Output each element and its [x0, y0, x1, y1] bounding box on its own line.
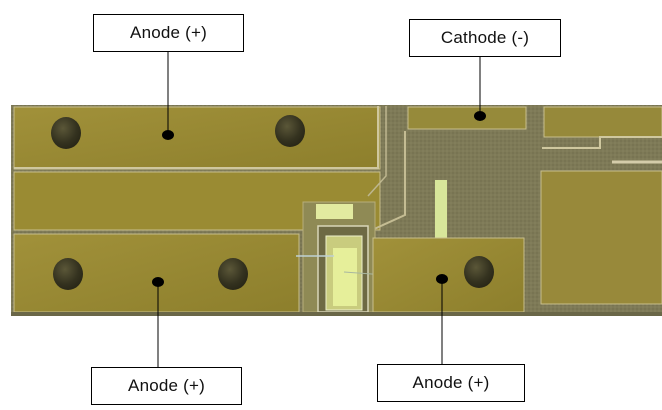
- bond-ball: [51, 117, 81, 149]
- cathode-stair-trace: [542, 136, 662, 149]
- label-anode-bottom-left: Anode (+): [91, 367, 242, 405]
- cathode-pad-right: [540, 170, 662, 305]
- marker-dot-bottom-left: [152, 277, 164, 287]
- trace-line-2: [367, 106, 387, 197]
- anode-pad-bottom-right: [372, 237, 525, 313]
- label-anode-bottom-right: Anode (+): [377, 364, 525, 402]
- cathode-strip-small: [543, 106, 662, 138]
- bond-ball: [464, 256, 494, 288]
- bright-strip: [435, 180, 447, 240]
- marker-dot-top-left: [162, 130, 174, 140]
- bond-ball: [275, 115, 305, 147]
- trace-line: [14, 106, 379, 169]
- cathode-outline: [371, 131, 406, 231]
- label-cathode-top-right: Cathode (-): [409, 19, 561, 57]
- marker-dot-bottom-right: [436, 274, 448, 284]
- bond-ball: [218, 258, 248, 290]
- label-anode-top-left: Anode (+): [93, 14, 244, 52]
- device-die-highlight: [333, 248, 357, 306]
- strip-bottom-edge: [11, 312, 662, 316]
- bond-ball: [53, 258, 83, 290]
- marker-dot-top-right: [474, 111, 486, 121]
- device-die-top-light: [316, 204, 353, 219]
- cathode-pad-upper: [407, 106, 527, 130]
